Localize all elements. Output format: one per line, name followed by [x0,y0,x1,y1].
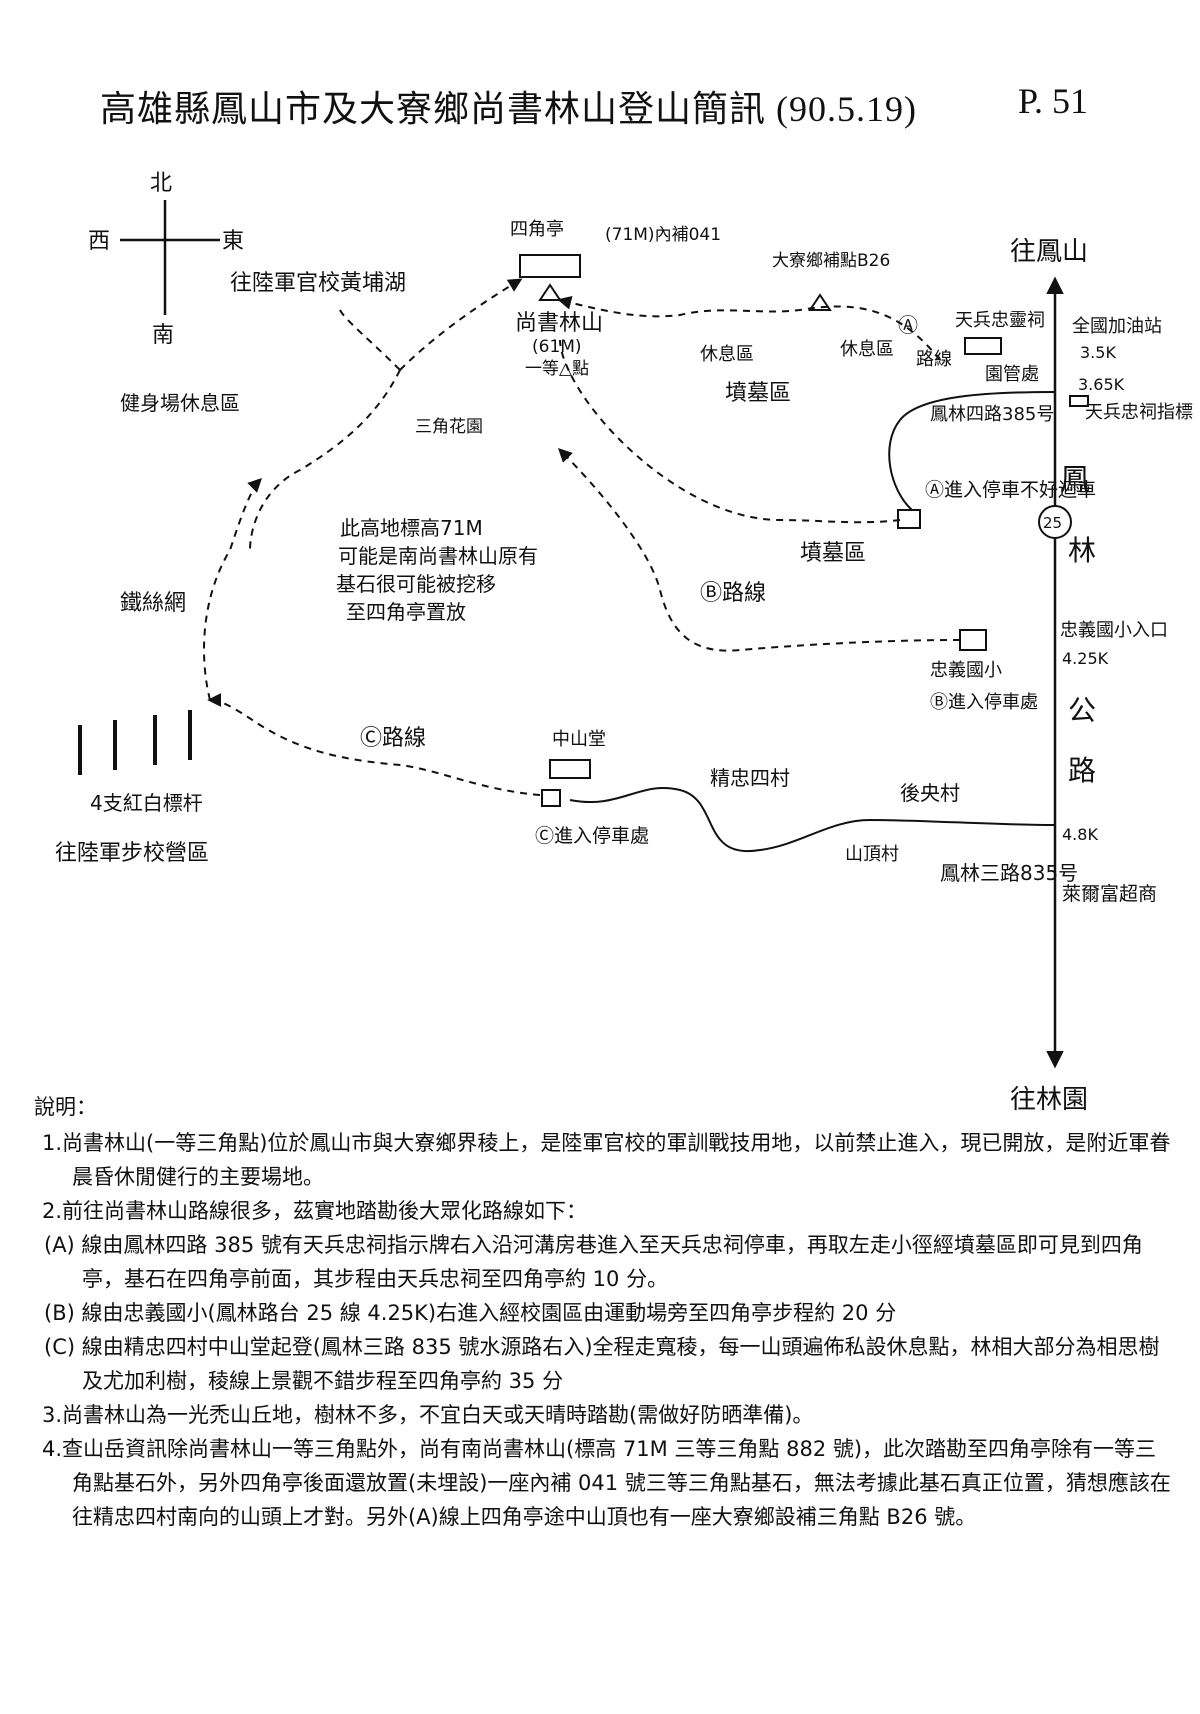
route-c-label: Ⓒ路線 [360,726,426,751]
houxiang-village-label: 後央村 [900,781,960,805]
zhongyi-entrance-label: 忠義國小入口 [1060,620,1168,641]
route-a-text: 路線 [916,349,952,370]
tomb-area-1: 墳墓區 [725,381,791,406]
route-a-path [559,339,901,524]
notes-header: 說明： [34,1095,97,1119]
page-title: 高雄縣鳳山市及大寮鄉尚書林山登山簡訊 (90.5.19) [100,89,917,129]
tomb-area-2: 墳墓區 [800,541,866,566]
zhongshan-hall-icon [549,759,591,779]
to-infantry-school-label: 往陸軍步校營區 [55,841,209,866]
route-25-label: 25 [1043,514,1062,532]
road-char-3: 公 [1068,694,1096,727]
peak-height-label: (61M) [532,337,582,357]
parking-a-icon [897,509,921,529]
first-class-point-icon [538,283,562,301]
compass-south: 南 [152,323,174,348]
highland-note-4: 至四角亭置放 [346,600,466,624]
to-linyuan-label: 往林園 [1010,1085,1088,1115]
triangle-garden-label: 三角花園 [415,417,483,437]
zhongshan-hall-label: 中山堂 [552,729,606,750]
academy-trail [339,309,401,371]
jingzhong-village-label: 精忠四村 [710,766,790,790]
peak-connector [399,278,523,371]
jingzhong-road [569,786,1056,853]
note-3: 3.尚書林山為一光禿山丘地，樹林不多，不宜白天或天晴時踏勘(需做好防晒準備)。 [42,1403,814,1427]
note-4: 4.查山岳資訊除尚書林山一等三角點外，尚有南尚書林山(標高 71M 三等三角點 … [42,1437,1171,1529]
gym-rest-label: 健身場休息區 [120,391,240,415]
west-trail [249,369,401,551]
highland-note-2: 可能是南尚書林山原有 [338,544,538,568]
explanation-notes: 說明： 1.尚書林山(一等三角點)位於鳳山市與大寮鄉界稜上，是陸軍官校的軍訓戰技… [34,1090,1174,1534]
zhongyi-school-icon [959,629,987,651]
wire-fence-label-1: 鐵絲網 [120,591,186,616]
road-char-4: 路 [1068,754,1096,787]
trail-map: 北 西 東 南 往鳳山 往林園 鳳 林 公 路 25 全國加油站 3.5K 3.… [55,171,1193,1115]
temple-sign-label: 天兵忠祠指標 [1085,402,1193,423]
peak-label: 尚書林山 [515,311,603,336]
gas-station-km: 3.5K [1080,343,1116,362]
page-number: P. 51 [1018,81,1089,121]
km-4-8-label: 4.8K [1062,825,1098,844]
highland-note-1: 此高地標高71M [340,516,483,540]
road-char-2: 林 [1068,534,1096,567]
parking-b-label: Ⓑ進入停車處 [930,692,1038,713]
to-academy-lake-label: 往陸軍官校黃埔湖 [230,271,406,296]
note-route-a: (A) 線由鳳林四路 385 號有天兵忠祠指示牌右入沿河溝房巷進入至天兵忠祠停車… [44,1233,1143,1291]
to-fengshan-label: 往鳳山 [1010,237,1088,267]
parking-a-label: Ⓐ進入停車不好迴車 [925,479,1096,501]
pavilion-label: 四角亭 [510,219,564,240]
compass-west: 西 [88,229,110,254]
note-route-c: (C) 線由精忠四村中山堂起登(鳳林三路 835 號水源路右入)全程走寬稜，每一… [44,1335,1160,1393]
addr-835-label: 鳳林三路835号 [940,861,1078,885]
note-1: 1.尚書林山(一等三角點)位於鳳山市與大寮鄉界稜上，是陸軍官校的軍訓戰技用地，以… [42,1131,1171,1189]
temple-sign-icon [1069,395,1089,407]
addr-385-label: 鳳林四路385号 [930,404,1054,425]
rest-area-1: 休息區 [700,344,754,365]
temple-sign-km: 3.65K [1078,375,1125,394]
pavilion-icon [519,254,581,278]
parking-c-label: Ⓒ進入停車處 [535,825,649,847]
shanding-village-label: 山頂村 [845,844,899,865]
route-a-ridge [557,295,941,361]
temple-label: 天兵忠靈祠 [955,310,1045,331]
parking-c-icon [541,789,561,807]
route-25-marker [1038,505,1072,539]
zhongyi-km-label: 4.25K [1062,649,1109,668]
daliao-point-label: 大寮鄉補點B26 [772,251,890,271]
temple-access-road [888,391,1056,511]
compass-east: 東 [222,229,244,254]
aux-point-label: (71M)內補041 [605,225,721,245]
red-white-poles-label: 4支紅白標杆 [90,791,203,815]
daliao-point-icon [808,293,832,311]
road-char-1: 鳳 [1060,463,1090,498]
route-a-mark: Ⓐ [898,313,918,337]
supermarket-label: 萊爾富超商 [1062,883,1157,905]
rest-area-2: 休息區 [840,339,894,360]
guard-house-label: 園管處 [985,364,1039,385]
first-class-point-label: 一等△點 [525,359,589,379]
note-route-b: (B) 線由忠義國小(鳳林路台 25 線 4.25K)右進入經校園區由運動場旁至… [44,1301,897,1325]
zhongyi-school-label: 忠義國小 [930,660,1002,681]
note-2: 2.前往尚書林山路線很多，茲實地踏勘後大眾化路線如下： [42,1199,588,1223]
compass-north: 北 [150,171,172,196]
route-c-path [207,693,541,796]
route-b-path [558,448,961,652]
temple-building [964,337,1002,355]
gas-station-label: 全國加油站 [1072,316,1162,337]
compass-rose [120,200,220,315]
route-b-label: Ⓑ路線 [700,581,766,606]
highland-note-3: 基石很可能被挖移 [336,572,496,596]
route-c-ridge [203,478,262,701]
